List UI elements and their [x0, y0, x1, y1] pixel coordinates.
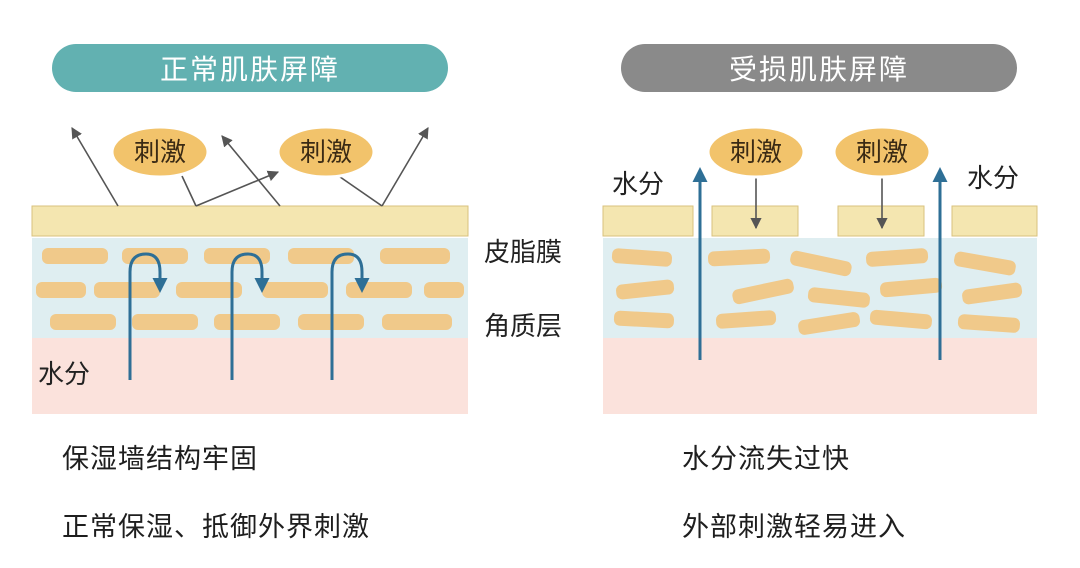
stratum-corneum-label: 角质层 — [484, 312, 563, 342]
damaged-sebum-film-fragments — [602, 205, 1038, 237]
damaged-caption-2: 外部刺激轻易进入 — [682, 512, 906, 543]
stimulus-oval-left-2: 刺激 — [276, 125, 376, 179]
water-retention-arrows — [128, 252, 370, 380]
stimulus-oval-right-1: 刺激 — [706, 125, 806, 179]
stimulus-label: 刺激 — [134, 138, 186, 168]
normal-caption-1: 保湿墙结构牢固 — [62, 444, 258, 475]
stimulus-oval-left-1: 刺激 — [110, 125, 210, 179]
water-loss-arrows — [692, 167, 948, 360]
water-label-normal: 水分 — [38, 360, 91, 390]
normal-sebum-film-layer — [31, 205, 469, 237]
damaged-corneocytes — [611, 248, 1023, 335]
water-label-damaged-left: 水分 — [612, 170, 665, 200]
stimulus-label: 刺激 — [300, 138, 352, 168]
stimulus-label: 刺激 — [730, 138, 782, 168]
damaged-caption-1: 水分流失过快 — [682, 444, 850, 475]
normal-dermis-layer — [32, 338, 468, 414]
sebum-film-label: 皮脂膜 — [484, 238, 563, 268]
penetrating-stimulus-arrows — [750, 178, 888, 230]
damaged-barrier-title: 受损肌肤屏障 — [621, 44, 1017, 92]
damaged-barrier-panel: 刺激 刺激 — [602, 125, 1038, 414]
normal-barrier-panel: 刺激 刺激 — [31, 125, 469, 414]
normal-barrier-title: 正常肌肤屏障 — [52, 44, 448, 92]
stimulus-oval-right-2: 刺激 — [832, 125, 932, 179]
damaged-dermis-layer — [603, 338, 1037, 414]
stimulus-label: 刺激 — [856, 138, 908, 168]
normal-caption-2: 正常保湿、抵御外界刺激 — [62, 512, 370, 543]
water-label-damaged-right: 水分 — [967, 164, 1020, 194]
